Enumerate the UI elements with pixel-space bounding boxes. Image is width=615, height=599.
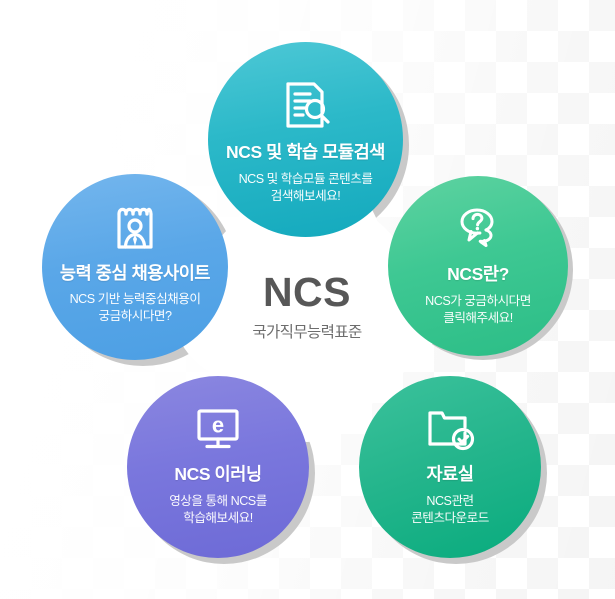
question-speech-bubble-icon xyxy=(453,206,503,252)
center-subtitle: 국가직무능력표준 xyxy=(252,324,362,341)
monitor-e-icon: e xyxy=(192,406,244,452)
node-desc-line1: 영상을 통해 NCS를 xyxy=(169,494,267,509)
node-competency-recruit-site[interactable]: 능력 중심 채용사이트 NCS 기반 능력중심채용이 궁금하시다면? xyxy=(42,174,228,360)
node-desc-line2: 콘텐츠다운로드 xyxy=(411,510,489,525)
node-ncs-module-search[interactable]: NCS 및 학습 모듈검색 NCS 및 학습모듈 콘텐츠를 검색해보세요! xyxy=(208,42,403,237)
id-badge-person-icon xyxy=(111,202,159,252)
node-desc-line1: NCS가 궁금하시다면 xyxy=(425,294,531,309)
node-title: 자료실 xyxy=(426,464,474,484)
node-title: NCS 이러닝 xyxy=(174,464,262,484)
document-search-icon xyxy=(279,78,333,132)
center-acronym: NCS xyxy=(262,269,352,315)
node-title: 능력 중심 채용사이트 xyxy=(59,263,211,283)
node-desc-line1: NCS 및 학습모듈 콘텐츠를 xyxy=(238,172,373,187)
node-what-is-ncs[interactable]: NCS란? NCS가 궁금하시다면 클릭해주세요! xyxy=(388,176,568,356)
node-desc-line1: NCS 기반 능력중심채용이 xyxy=(69,292,201,307)
node-desc-line1: NCS관련 xyxy=(426,494,474,509)
svg-text:e: e xyxy=(212,413,224,438)
node-desc-line2: 검색해보세요! xyxy=(270,188,341,203)
node-archive[interactable]: 자료실 NCS관련 콘텐츠다운로드 xyxy=(359,376,541,558)
folder-check-icon xyxy=(424,406,476,452)
node-desc-line2: 클릭해주세요! xyxy=(443,310,513,325)
node-desc-line2: 학습해보세요! xyxy=(183,510,253,525)
node-ncs-elearning[interactable]: e NCS 이러닝 영상을 통해 NCS를 학습해보세요! xyxy=(127,376,309,558)
center-brand-label: NCS 국가직무능력표준 xyxy=(217,272,397,342)
node-title: NCS 및 학습 모듈검색 xyxy=(225,142,386,162)
node-desc-line2: 궁금하시다면? xyxy=(98,308,172,323)
node-title: NCS란? xyxy=(447,264,509,284)
